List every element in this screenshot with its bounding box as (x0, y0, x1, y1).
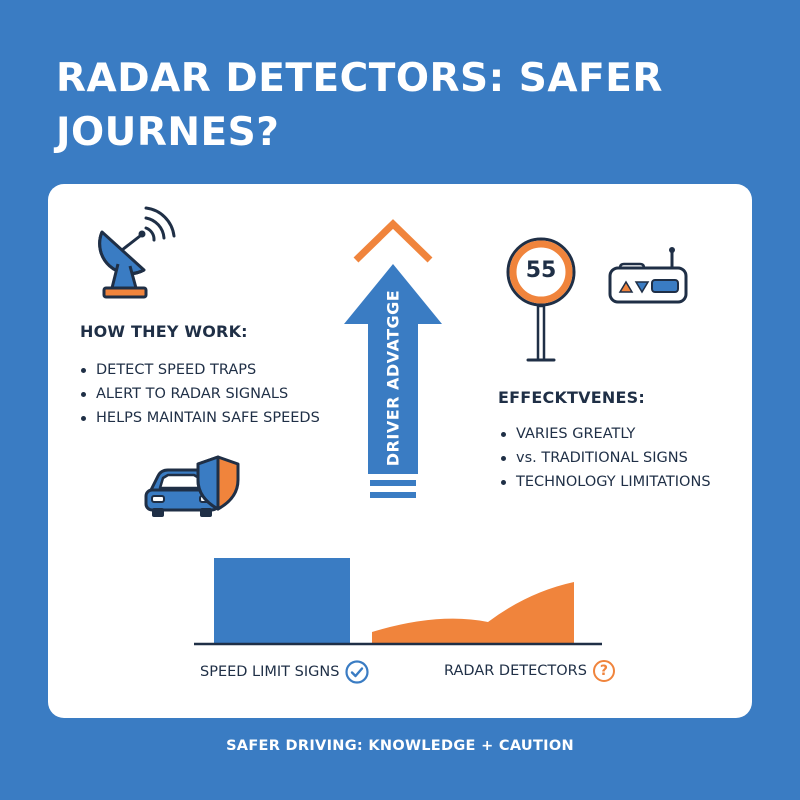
driver-advantage-label: DRIVER ADVATGGE (383, 289, 403, 467)
footer-tagline: SAFER DRIVING: KNOWLEDGE + CAUTION (226, 738, 574, 754)
radar-detectors-text: RADAR DETECTORS (444, 663, 587, 679)
speed-limit-signs-bar (214, 558, 350, 644)
speed-limit-sign-icon (506, 237, 576, 362)
list-item: ALERT TO RADAR SIGNALS (80, 382, 320, 406)
speed-limit-value: 55 (525, 258, 557, 283)
list-item: DETECT SPEED TRAPS (80, 358, 320, 382)
list-item: VARIES GREATLY (500, 422, 711, 446)
radar-detectors-area (372, 582, 574, 644)
driver-advantage-arrow-icon (344, 219, 442, 498)
how-they-work-heading: HOW THEY WORK: (80, 322, 248, 341)
effectiveness-heading: EFFECKTVENES: (498, 388, 645, 407)
how-they-work-list: DETECT SPEED TRAPS ALERT TO RADAR SIGNAL… (80, 358, 320, 430)
check-circle-icon (345, 660, 370, 684)
radar-detectors-label: RADAR DETECTORS ? (444, 660, 615, 682)
title-line-1: RADAR DETECTORS: SAFER (56, 56, 663, 101)
comparison-visual (194, 558, 602, 646)
radar-device-icon (608, 247, 688, 304)
page-title: RADAR DETECTORS: SAFER JOURNES? (56, 52, 756, 160)
shield-icon (196, 455, 240, 511)
title-line-2: JOURNES? (56, 110, 280, 155)
list-item: HELPS MAINTAIN SAFE SPEEDS (80, 406, 320, 430)
list-item: TECHNOLOGY LIMITATIONS (500, 470, 711, 494)
speed-limit-signs-label: SPEED LIMIT SIGNS (200, 660, 370, 684)
question-circle-icon: ? (592, 660, 615, 682)
info-card: HOW THEY WORK: DETECT SPEED TRAPS ALERT … (48, 184, 752, 718)
satellite-dish-icon (98, 206, 176, 299)
effectiveness-list: VARIES GREATLY vs. TRADITIONAL SIGNS TEC… (500, 422, 711, 494)
speed-limit-signs-text: SPEED LIMIT SIGNS (200, 664, 340, 680)
list-item: vs. TRADITIONAL SIGNS (500, 446, 711, 470)
